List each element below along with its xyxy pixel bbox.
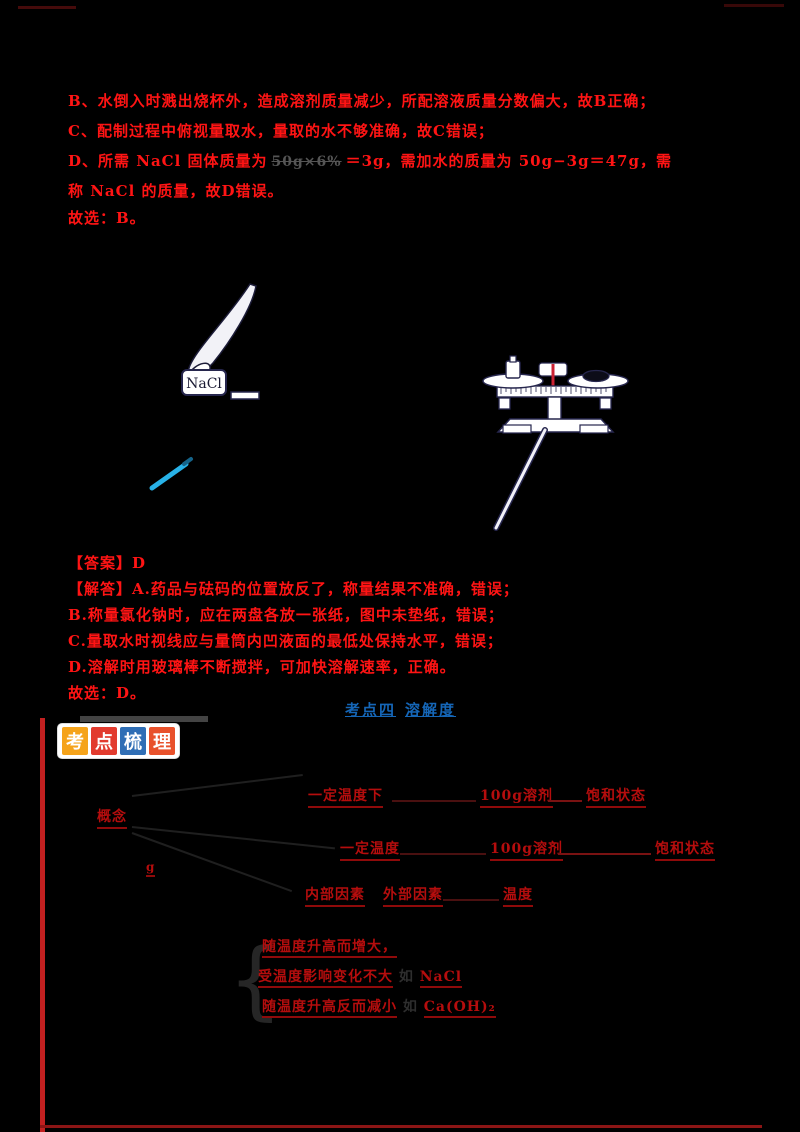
lab-equipment-figure: NaCl <box>149 283 629 531</box>
map-row2-node1: 一定温度 <box>340 838 400 861</box>
map-row2-conn1 <box>400 853 486 855</box>
map-unit-node: g <box>146 860 156 877</box>
answer1-line-b: B、水倒入时溅出烧杯外，造成溶剂质量减少，所配溶液质量分数偏大，故B正确； <box>68 92 656 110</box>
map-row3-conn <box>443 899 499 901</box>
temp-line3-conn: 如 <box>402 999 418 1015</box>
map-row1-node3: 饱和状态 <box>586 785 646 808</box>
sample-pile <box>582 369 610 383</box>
answer1-choice: 故选：B。 <box>68 209 146 227</box>
exam-points-badge: 考 点 梳 理 <box>58 724 179 758</box>
answer2-line-c: C.量取水时视线应与量筒内凹液面的最低处保持水平，错误； <box>68 632 503 650</box>
map-root-node: 概念 <box>97 806 127 829</box>
temp-line3-text: 随温度升高反而减小 <box>262 999 397 1018</box>
temp-line2: 受温度影响变化不大 如 NaCl <box>258 966 463 988</box>
glass-rod <box>493 427 548 531</box>
temp-line3-formula: Ca(OH)₂ <box>423 999 496 1018</box>
temp-line2-text: 受温度影响变化不大 <box>258 969 393 988</box>
badge-tile-3: 梳 <box>120 727 146 755</box>
map-row1-conn1 <box>392 800 476 802</box>
answer1-line-d-prefix: D、所需 NaCl 固体质量为 <box>68 152 268 170</box>
answer2-line-b: B.称量氯化钠时，应在两盘各放一张纸，图中未垫纸，错误； <box>68 606 504 624</box>
map-row3-node2: 外部因素 <box>383 884 443 907</box>
map-connector <box>131 774 303 797</box>
temp-line1-text: 随温度升高而增大， <box>262 939 397 958</box>
map-row2-node2: 100g溶剂 <box>490 838 564 861</box>
temp-line3: 随温度升高反而减小 如 Ca(OH)₂ <box>262 996 496 1018</box>
balance-scale <box>482 355 629 434</box>
badge-tile-2: 点 <box>91 727 117 755</box>
temp-line2-formula: NaCl <box>419 969 463 988</box>
map-row1-node2: 100g溶剂 <box>480 785 554 808</box>
answer1-line-d-suffix: ＝3g，需加水的质量为 50g−3g＝47g，需 <box>345 152 672 170</box>
nacl-bottle-label: NaCl <box>181 369 227 396</box>
page-border-top-left <box>18 6 76 9</box>
mass-formula: 50g×6% <box>271 154 342 170</box>
answer2-line-a: 【解答】A.药品与砝码的位置放反了，称量结果不准确，错误； <box>68 580 519 598</box>
answer2-answer: 【答案】D <box>68 554 147 572</box>
map-row1-conn2 <box>548 800 582 802</box>
page-border-left <box>40 718 45 1132</box>
map-row2-conn2 <box>558 853 651 855</box>
nacl-label-text: NaCl <box>186 376 222 392</box>
map-row3-node3: 温度 <box>503 884 533 907</box>
map-connector <box>131 826 335 850</box>
map-row3-node1: 内部因素 <box>305 884 365 907</box>
weighing-paper <box>230 391 260 400</box>
answer2-line-d: D.溶解时用玻璃棒不断搅拌，可加快溶解速率，正确。 <box>68 658 456 676</box>
map-row2-node3: 饱和状态 <box>655 838 715 861</box>
section-link-kaodian[interactable]: 考点四 <box>345 701 397 719</box>
answer1-line-c: C、配制过程中俯视量取水，量取的水不够准确，故C错误； <box>68 122 494 140</box>
weight-cylinder <box>505 360 521 379</box>
section-link-rongjiedu[interactable]: 溶解度 <box>405 701 457 719</box>
page-border-bottom <box>40 1125 762 1128</box>
temp-line2-conn: 如 <box>398 969 414 985</box>
badge-tile-1: 考 <box>62 727 88 755</box>
scan-smudge <box>80 716 208 722</box>
dropper-icon <box>149 457 193 491</box>
page-border-top-right <box>724 4 784 7</box>
temp-line1: 随温度升高而增大， <box>262 936 397 958</box>
badge-tile-4: 理 <box>149 727 175 755</box>
answer2-choice: 故选：D。 <box>68 684 147 702</box>
answer1-line-d2: 称 NaCl 的质量，故D错误。 <box>68 182 284 200</box>
temperature-brace: { <box>228 930 283 1030</box>
map-row1-node1: 一定温度下 <box>308 785 383 808</box>
